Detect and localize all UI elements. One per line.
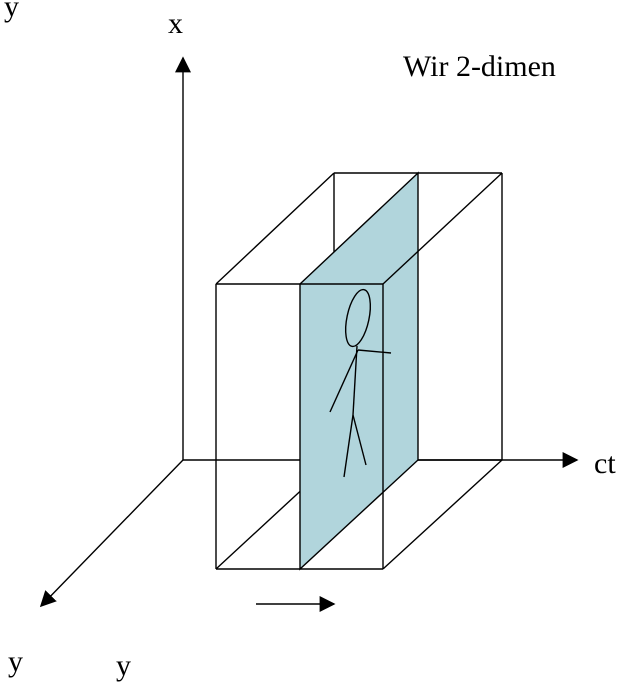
x-axis-label: x xyxy=(168,7,183,40)
shaded-plane xyxy=(299,171,419,571)
y-axis xyxy=(39,459,184,608)
stick-figure xyxy=(329,288,392,478)
heading-text: Wir 2-dimen xyxy=(403,50,556,83)
box-edges xyxy=(215,172,503,570)
bottom-y-label-right: y xyxy=(116,649,131,682)
top-left-y-label: y xyxy=(4,0,19,23)
box-front-edges xyxy=(300,172,503,569)
figure-head xyxy=(344,288,372,348)
bottom-y-label-left: y xyxy=(8,645,23,678)
ct-axis-label: ct xyxy=(594,447,616,480)
